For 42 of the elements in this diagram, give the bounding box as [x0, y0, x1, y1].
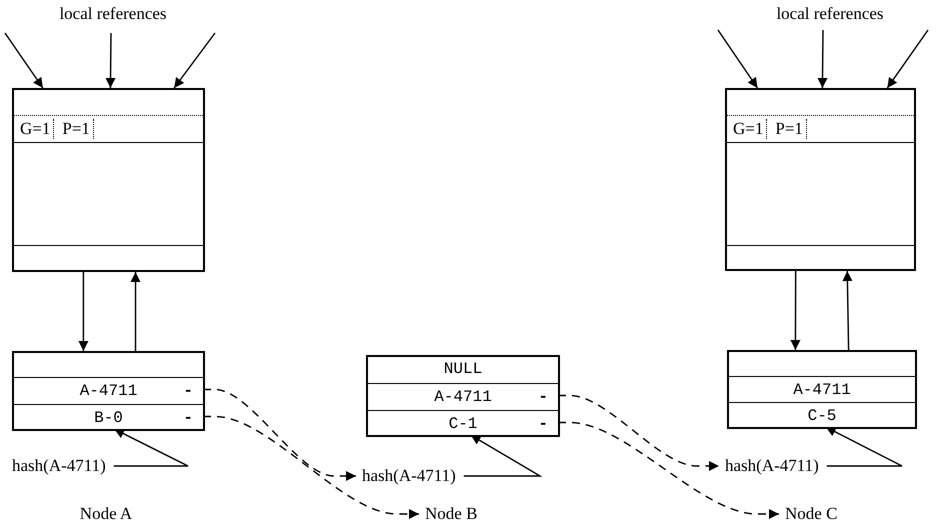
object-box — [725, 88, 916, 271]
pointer-mark: - — [538, 415, 548, 433]
arrow — [106, 33, 116, 88]
table-box — [12, 351, 205, 431]
dashed-arrow — [558, 422, 779, 519]
dashed-arrow — [203, 388, 356, 481]
pointer-mark: - — [183, 382, 193, 400]
caption-text: local references — [776, 4, 884, 24]
table-entry: A-4711 — [80, 382, 138, 400]
arrow — [886, 30, 929, 88]
table-entry: A-4711 — [793, 381, 851, 399]
hash-label: hash(A-4711) — [725, 456, 819, 476]
arrow — [130, 272, 141, 351]
table-entry: C-5 — [808, 407, 836, 425]
caption-text: Node A — [80, 504, 132, 524]
dashed-arrow — [558, 394, 719, 471]
field-label: P=1 — [62, 119, 94, 139]
object-box — [12, 88, 205, 272]
table-box — [727, 350, 917, 429]
arrow — [818, 30, 828, 88]
arrow — [790, 271, 800, 350]
pointer-mark: - — [538, 388, 548, 406]
table-entry: NULL — [444, 360, 482, 378]
field-label: G=1 — [733, 119, 768, 139]
table-entry: A-4711 — [434, 388, 492, 406]
hash-label: hash(A-4711) — [362, 466, 456, 486]
hash-label: hash(A-4711) — [12, 456, 106, 476]
arrow — [174, 32, 216, 88]
node-caption: Node C — [785, 504, 838, 524]
table-entry: B-0 — [94, 409, 123, 427]
arrow — [717, 30, 758, 88]
node-caption: Node B — [425, 504, 478, 524]
caption-text: local references — [59, 4, 167, 24]
field-label: P=1 — [775, 119, 807, 139]
arrow — [78, 272, 88, 351]
table-entry: C-1 — [448, 415, 478, 433]
table-box — [366, 355, 560, 437]
pointer-mark: - — [183, 409, 193, 427]
field-label: G=1 — [20, 119, 54, 139]
arrow — [842, 270, 852, 350]
arrow — [4, 32, 44, 88]
dashed-arrow — [203, 416, 419, 519]
